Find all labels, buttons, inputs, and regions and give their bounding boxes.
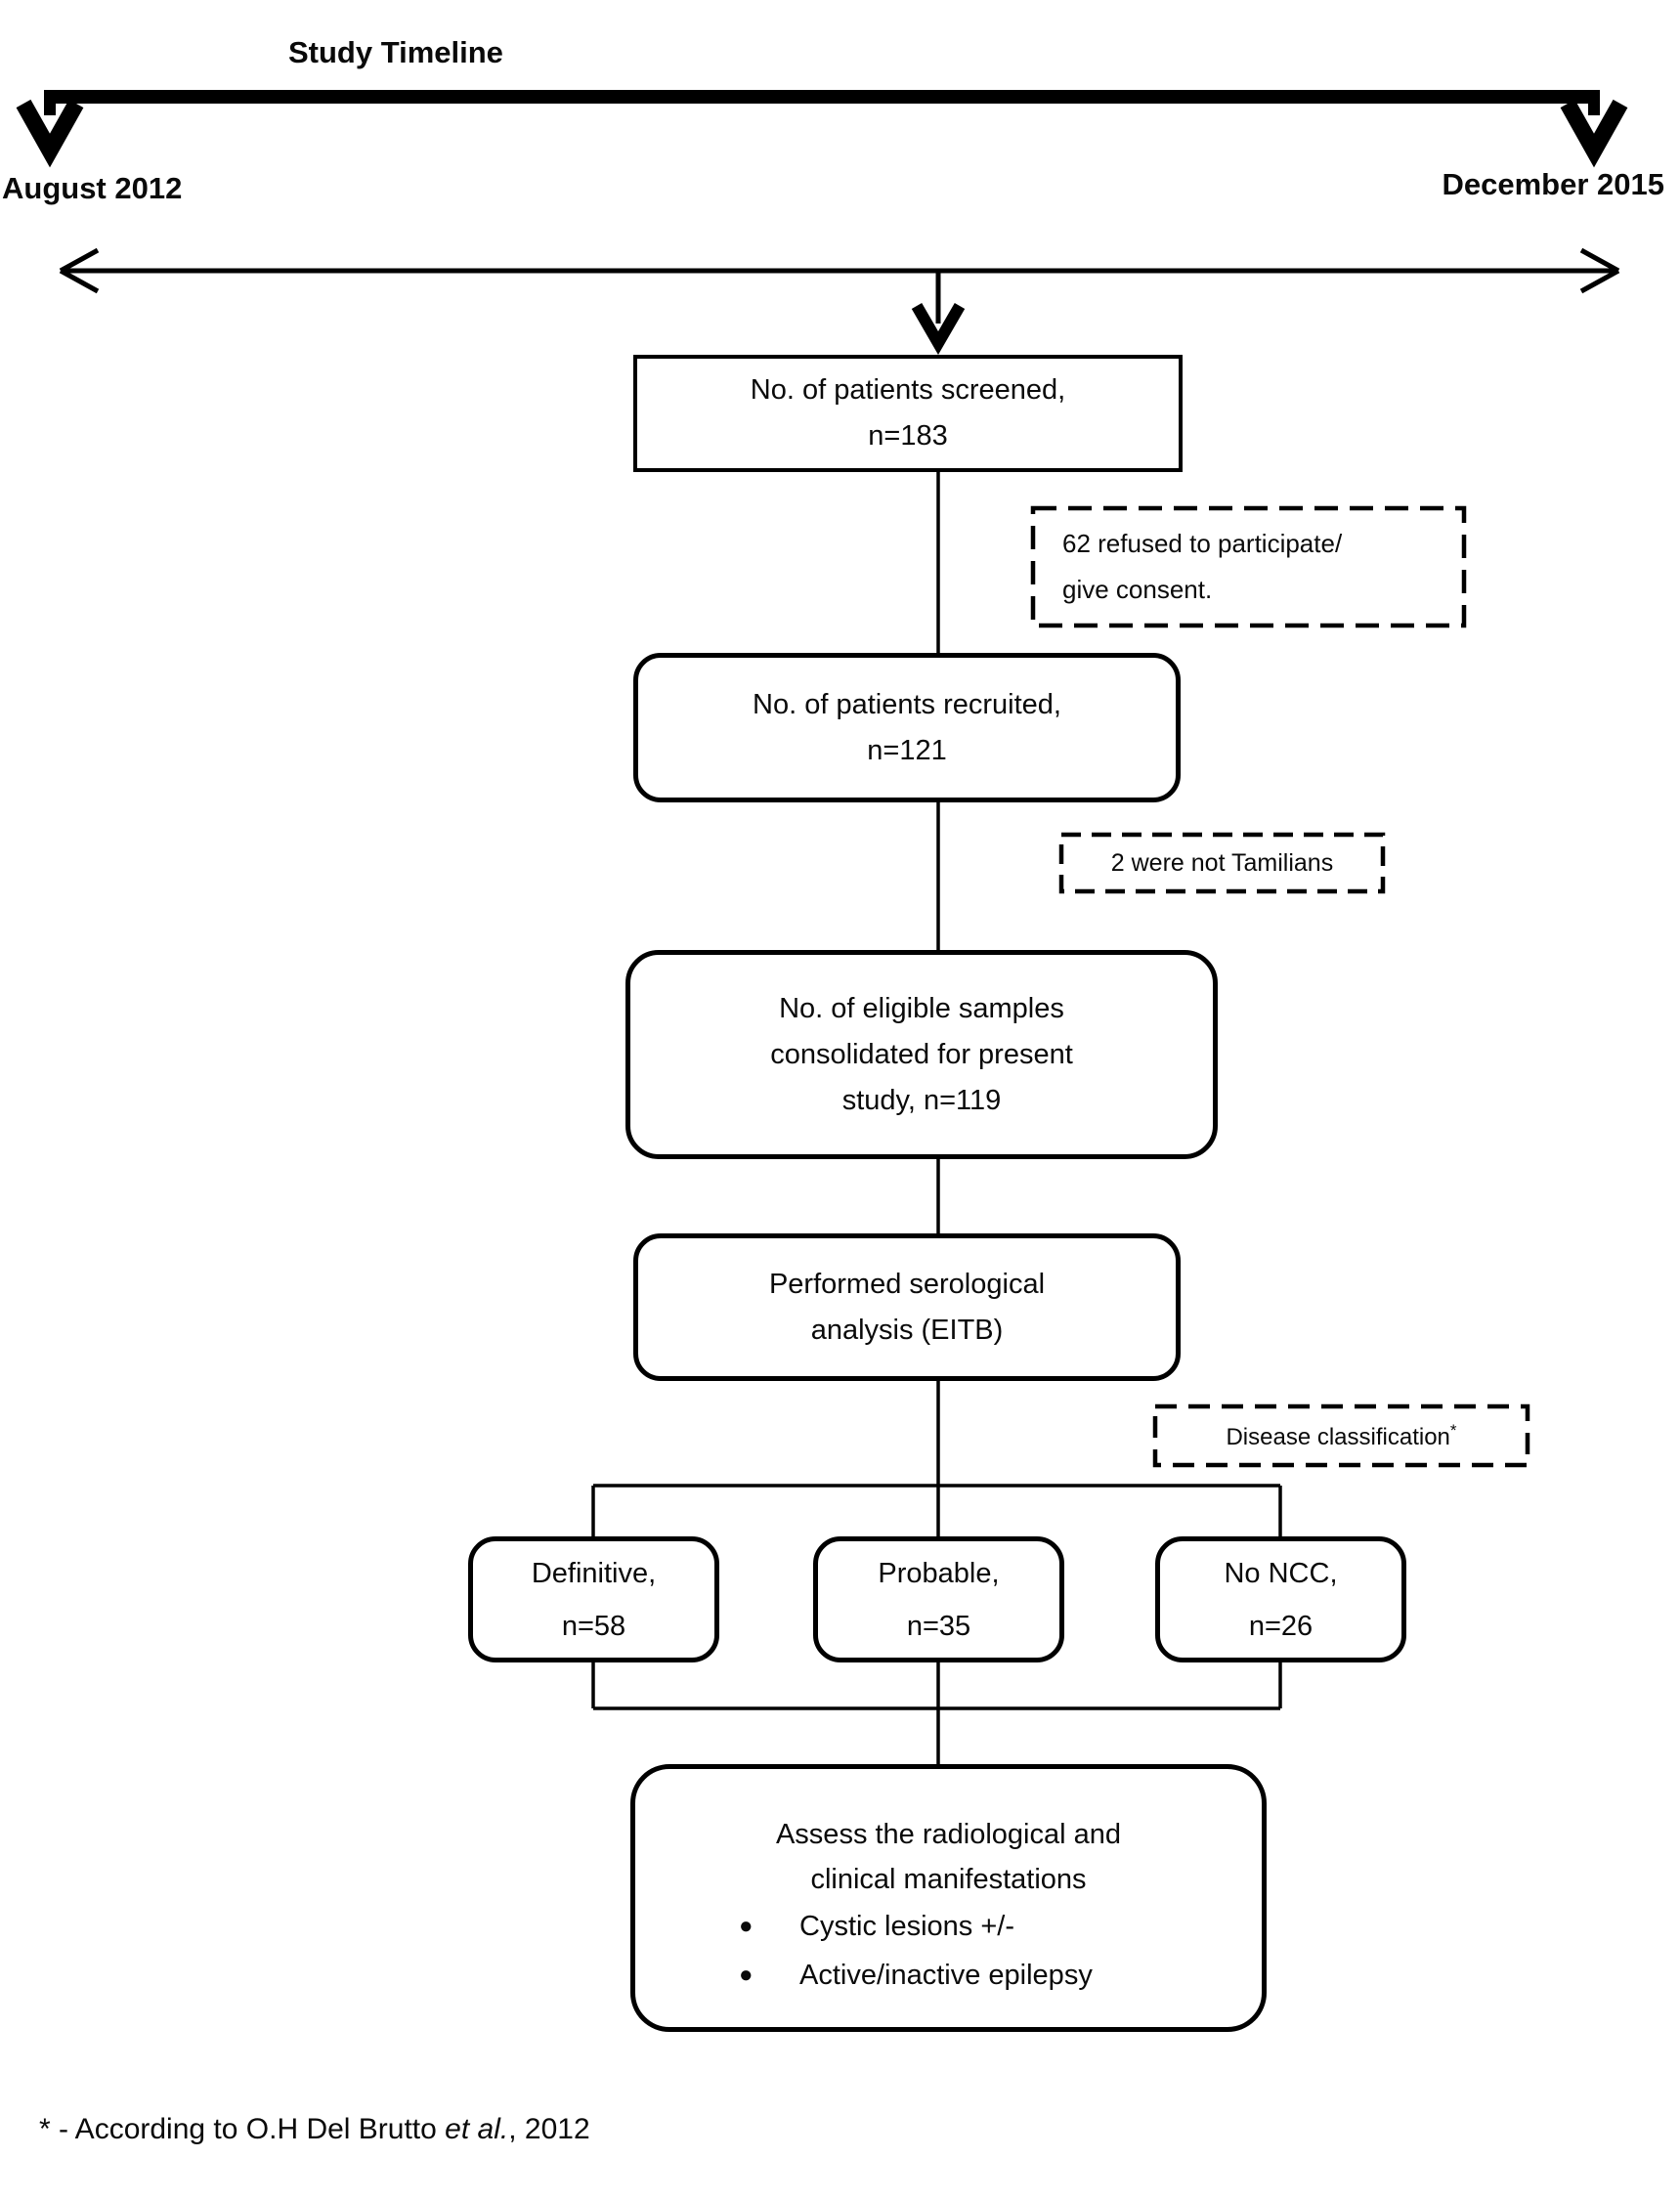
span-arrow-right-head-icon xyxy=(1579,247,1620,294)
classification-asterisk: * xyxy=(1449,1420,1457,1440)
definitive-line-1: Definitive, xyxy=(531,1557,657,1589)
timeline-end-label: December 2015 xyxy=(1442,167,1665,201)
refused-note-border xyxy=(1030,505,1467,628)
footnote-italic: et al. xyxy=(445,2113,509,2145)
assess-box: Assess the radiological and clinical man… xyxy=(630,1764,1267,2032)
screened-line-1: No. of patients screened, xyxy=(750,374,1066,406)
eligible-line-1: No. of eligible samples xyxy=(779,992,1064,1024)
eligible-line-2: consolidated for present xyxy=(770,1038,1073,1070)
recruited-box: No. of patients recruited, n=121 xyxy=(633,653,1181,802)
definitive-line-2: n=58 xyxy=(561,1610,626,1642)
assess-line-2: clinical manifestations xyxy=(810,1864,1087,1895)
tamilians-note: 2 were not Tamilians xyxy=(1061,835,1383,891)
timeline-start-arrow-icon xyxy=(16,99,84,168)
tamilians-note-text: 2 were not Tamilians xyxy=(1110,848,1334,877)
serology-line-2: analysis (EITB) xyxy=(810,1314,1004,1346)
no-ncc-line-1: No NCC, xyxy=(1224,1557,1338,1589)
no-ncc-line-2: n=26 xyxy=(1248,1610,1314,1642)
footnote-prefix: * - According to O.H Del Brutto xyxy=(39,2113,446,2145)
refused-note: 62 refused to participate/ give consent. xyxy=(1033,508,1464,626)
screened-line-2: n=183 xyxy=(868,420,948,452)
timeline-end-arrow-icon xyxy=(1560,99,1628,168)
assess-bullet-1: Cystic lesions +/- xyxy=(799,1911,1014,1942)
span-arrow-left-head-icon xyxy=(59,247,100,294)
probable-line-2: n=35 xyxy=(906,1610,971,1642)
probable-box: Probable, n=35 xyxy=(813,1536,1064,1662)
footnote-suffix: , 2012 xyxy=(508,2113,590,2145)
timeline-title: Study Timeline xyxy=(288,35,503,69)
serology-line-1: Performed serological xyxy=(768,1268,1046,1300)
classification-note-border xyxy=(1152,1403,1530,1468)
eligible-line-3: study, n=119 xyxy=(841,1084,1002,1116)
eligible-box: No. of eligible samples consolidated for… xyxy=(625,950,1218,1159)
assess-line-1: Assess the radiological and xyxy=(775,1819,1122,1850)
refused-note-line-1: 62 refused to participate/ xyxy=(1062,529,1343,558)
classification-note-text: Disease classification xyxy=(1226,1423,1450,1450)
bullet-icon: ● xyxy=(739,1962,754,1988)
classification-note: Disease classification* xyxy=(1155,1406,1528,1465)
assess-bullet-row: ● Active/inactive epilepsy xyxy=(635,1951,1262,2000)
probable-line-1: Probable, xyxy=(878,1557,1000,1589)
assess-bullet-2: Active/inactive epilepsy xyxy=(799,1960,1093,1991)
definitive-box: Definitive, n=58 xyxy=(468,1536,719,1662)
assess-bullet-row: ● Cystic lesions +/- xyxy=(635,1902,1262,1951)
recruited-line-1: No. of patients recruited, xyxy=(753,688,1061,720)
screened-box: No. of patients screened, n=183 xyxy=(633,355,1183,472)
tamilians-note-border xyxy=(1058,832,1386,894)
recruited-line-2: n=121 xyxy=(867,734,947,766)
no-ncc-box: No NCC, n=26 xyxy=(1155,1536,1406,1662)
refused-note-line-2: give consent. xyxy=(1062,575,1213,604)
timeline-start-label: August 2012 xyxy=(2,171,183,205)
bullet-icon: ● xyxy=(739,1913,754,1939)
footnote: * - According to O.H Del Brutto et al., … xyxy=(39,2113,590,2146)
entry-arrow-head-icon xyxy=(911,302,966,355)
serology-box: Performed serological analysis (EITB) xyxy=(633,1233,1181,1381)
